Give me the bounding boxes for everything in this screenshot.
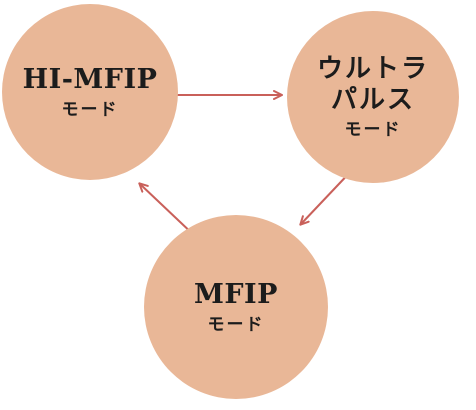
node-hi-mfip-mode: HI-MFIP モード: [2, 4, 178, 180]
node-ultra-pulse-mode: ウルトラ パルス モード: [287, 11, 459, 183]
node-ultra-pulse-title-line1: ウルトラ: [316, 53, 429, 84]
node-mfip-mode: MFIP モード: [144, 215, 328, 399]
node-hi-mfip-title: HI-MFIP: [22, 63, 158, 95]
node-hi-mfip-subtitle: モード: [61, 99, 119, 120]
node-ultra-pulse-subtitle: モード: [344, 119, 402, 140]
node-mfip-title: MFIP: [194, 278, 278, 310]
node-mfip-subtitle: モード: [207, 314, 265, 335]
node-ultra-pulse-title-line2: パルス: [330, 84, 415, 115]
